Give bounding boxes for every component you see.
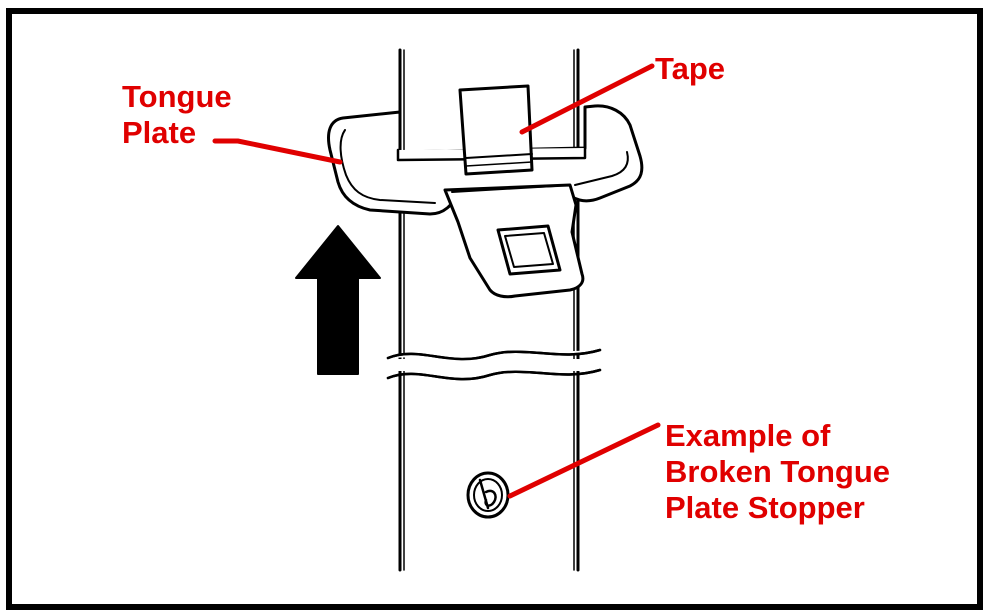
tongue-plate-label-line2: Plate xyxy=(122,115,197,150)
up-arrow-icon xyxy=(295,225,381,375)
broken-stopper-label-line1: Example of xyxy=(665,418,831,453)
tongue-plate-leader xyxy=(212,138,343,165)
tape-label: Tape xyxy=(655,51,726,86)
broken-stopper-label: Example of Broken Tongue Plate Stopper xyxy=(665,418,890,526)
tongue-plate-label-line1: Tongue xyxy=(122,79,232,114)
tongue-plate-label: Tongue Plate xyxy=(122,79,232,151)
stopper-leader xyxy=(507,422,661,499)
tape xyxy=(458,84,534,176)
tape-leader xyxy=(519,63,655,135)
broken-stopper-label-line2: Broken Tongue xyxy=(665,454,891,489)
broken-stopper-label-line3: Plate Stopper xyxy=(665,490,865,525)
